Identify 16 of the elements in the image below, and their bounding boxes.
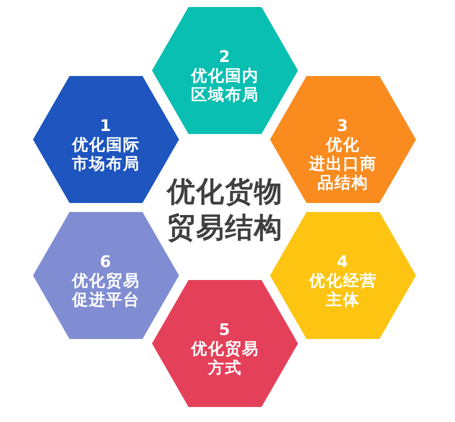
step-label: 优化国内区域布局 xyxy=(190,66,260,104)
step-number: 6 xyxy=(100,252,112,271)
hexagon xyxy=(152,280,298,407)
step-number: 4 xyxy=(336,252,350,271)
step-number: 3 xyxy=(336,116,350,135)
step-label: 优化国际市场布局 xyxy=(70,135,141,173)
step-label: 优化 xyxy=(326,135,360,154)
hexagon xyxy=(152,7,298,134)
center-title: 优化货物贸易结构 xyxy=(165,174,284,246)
step-label: 进出口商品结构 xyxy=(308,154,378,192)
step-number: 5 xyxy=(218,320,232,339)
step-number: 1 xyxy=(100,116,112,135)
step-label: 优化贸易方式 xyxy=(190,339,260,377)
step-label: 优化贸易促进平台 xyxy=(70,271,141,309)
step-number: 2 xyxy=(218,47,232,66)
step-label: 优化经营主体 xyxy=(308,271,378,309)
